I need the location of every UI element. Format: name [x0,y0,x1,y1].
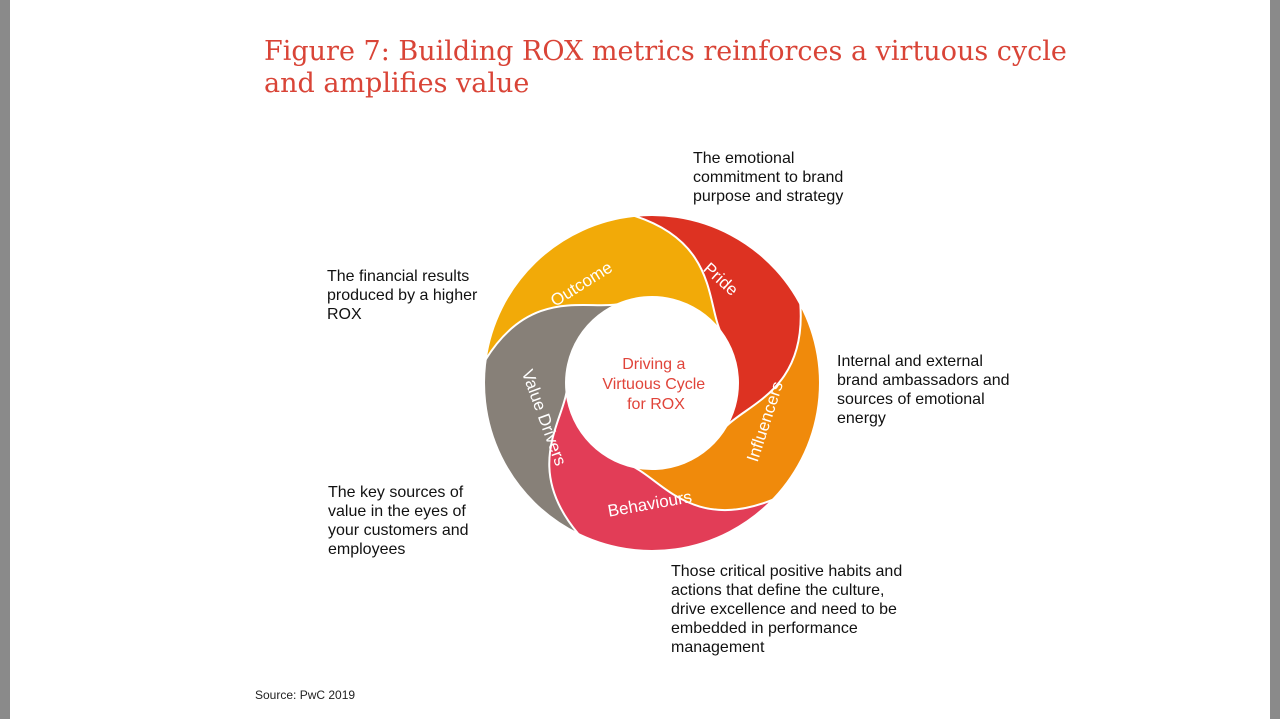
pride-description: The emotional commitment to brand purpos… [693,150,844,205]
figure-title: Figure 7: Building ROX metrics reinforce… [264,36,1067,99]
center-text: Driving a Virtuous Cycle for ROX [602,356,709,413]
outcome-segment [484,214,721,361]
influencers-description: Internal and external brand ambassadors … [837,353,1010,427]
behaviours-description: Those critical positive habits and actio… [671,563,903,656]
center-line-1: Driving a [622,356,685,373]
source-note: Source: PwC 2019 [255,688,356,702]
center-circle [566,297,738,469]
outcome-description: The financial results produced by a high… [327,268,478,323]
center-line-3: for ROX [627,396,685,413]
center-line-2: Virtuous Cycle [602,376,705,393]
value-drivers-description: The key sources of value in the eyes of … [328,484,469,558]
